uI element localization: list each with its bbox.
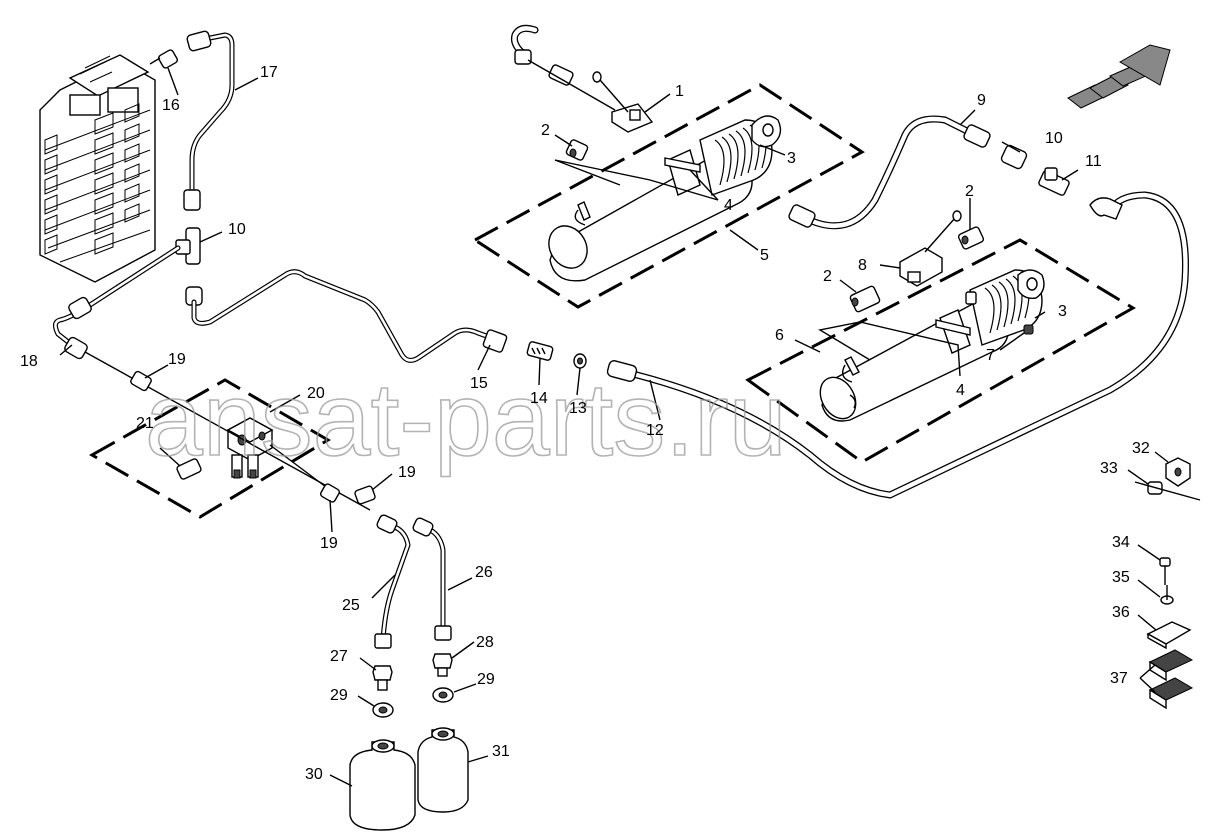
- group-boundary-20: [88, 378, 331, 519]
- callout-21: 21: [136, 415, 154, 432]
- fitting-15: [482, 329, 508, 353]
- pipe-18: [52, 245, 181, 360]
- callout-37: 37: [1110, 670, 1128, 687]
- hydraulic-cylinder-lower: [819, 269, 1045, 422]
- fitting-19-lower: [319, 483, 341, 503]
- callout-35: 35: [1112, 569, 1130, 586]
- washer-29-right: [432, 687, 454, 703]
- callout-19-left: 19: [168, 351, 186, 368]
- callout-29-right: 29: [477, 671, 495, 688]
- callout-18: 18: [20, 353, 38, 370]
- plate-36: [1146, 621, 1192, 650]
- callout-11: 11: [1085, 153, 1102, 170]
- screw-7: [1023, 324, 1034, 335]
- callout-7: 7: [986, 347, 995, 364]
- callout-31: 31: [492, 743, 510, 760]
- callout-27: 27: [330, 648, 348, 665]
- callout-10-right: 10: [1045, 130, 1063, 147]
- callout-32: 32: [1132, 440, 1150, 457]
- callout-13: 13: [569, 400, 587, 417]
- pipe-26: [412, 517, 452, 641]
- callout-12: 12: [646, 422, 664, 439]
- tee-fitting-10-left: [175, 227, 203, 306]
- callout-16: 16: [162, 97, 180, 114]
- callout-labels: 1 2 3 4 5 9 10 11 2 8 2 6 3 7 4 16 17 10…: [20, 64, 1150, 783]
- fitting-28: [432, 653, 453, 677]
- hose-12: [606, 191, 1189, 499]
- hydraulic-cylinder-top: [548, 115, 782, 282]
- callout-4-top: 4: [724, 197, 733, 214]
- clamp-37: [1148, 649, 1194, 710]
- pipe-17: [183, 30, 235, 211]
- callout-6: 6: [775, 327, 784, 344]
- callout-2-lower: 2: [823, 268, 832, 285]
- callout-29-left: 29: [330, 687, 348, 704]
- group-boundary-6: [745, 238, 1136, 464]
- pipe-block-to-19: [269, 444, 331, 491]
- pipe-25: [374, 514, 411, 649]
- callout-30: 30: [305, 766, 323, 783]
- group-boundary-5: [472, 83, 865, 309]
- control-valve-block: [39, 54, 156, 283]
- hose-9: [788, 115, 991, 230]
- nut-32: [1165, 457, 1191, 487]
- washer-29-left: [372, 702, 394, 718]
- accumulator-31: [417, 727, 469, 813]
- watermark-text: ansat-parts.ru: [145, 362, 787, 478]
- fitting-16: [149, 49, 179, 69]
- nut-2-middle: [957, 226, 985, 250]
- bolt-34: [1159, 557, 1171, 585]
- callout-36: 36: [1112, 604, 1130, 621]
- callout-26: 26: [475, 564, 493, 581]
- fitting-14: [526, 341, 554, 361]
- callout-5: 5: [760, 247, 769, 264]
- fitting-27: [372, 665, 393, 691]
- clamp-4-top: [664, 157, 701, 173]
- callout-14: 14: [530, 390, 548, 407]
- fitting-19-right: [354, 485, 376, 505]
- direction-arrow-icon: [1067, 44, 1171, 109]
- leader-lines: [59, 67, 1169, 787]
- nut-2-lower: [849, 285, 881, 313]
- callout-34: 34: [1112, 534, 1130, 551]
- callout-8: 8: [858, 257, 867, 274]
- accumulator-30: [349, 739, 416, 831]
- fitting-10-right: [1000, 144, 1028, 170]
- fitting-19-left: [130, 370, 152, 392]
- callout-3-lower: 3: [1058, 303, 1067, 320]
- callout-28: 28: [476, 634, 494, 651]
- callout-9: 9: [977, 92, 986, 109]
- callout-2-top: 2: [541, 122, 550, 139]
- callout-17: 17: [260, 64, 278, 81]
- pipe-to-fitting-15: [191, 269, 495, 363]
- callout-3-top: 3: [787, 150, 796, 167]
- callout-4-lower: 4: [956, 382, 965, 399]
- fitting-21: [176, 458, 202, 480]
- callout-2-middle: 2: [965, 183, 974, 200]
- callout-33: 33: [1100, 460, 1118, 477]
- callout-25: 25: [342, 597, 360, 614]
- ball-valve-8: [899, 210, 962, 287]
- callout-1: 1: [675, 83, 684, 100]
- ball-valve-1: [511, 24, 654, 133]
- callout-10-left: 10: [228, 221, 246, 238]
- nut-2-top: [565, 139, 589, 161]
- callout-19-right: 19: [398, 464, 416, 481]
- callout-19-lower: 19: [320, 535, 338, 552]
- clamp-4-lower: [935, 319, 971, 336]
- elbow-fitting: [1089, 197, 1123, 220]
- callout-15: 15: [470, 375, 488, 392]
- tee-fitting-11: [1038, 167, 1070, 196]
- callout-20: 20: [307, 385, 325, 402]
